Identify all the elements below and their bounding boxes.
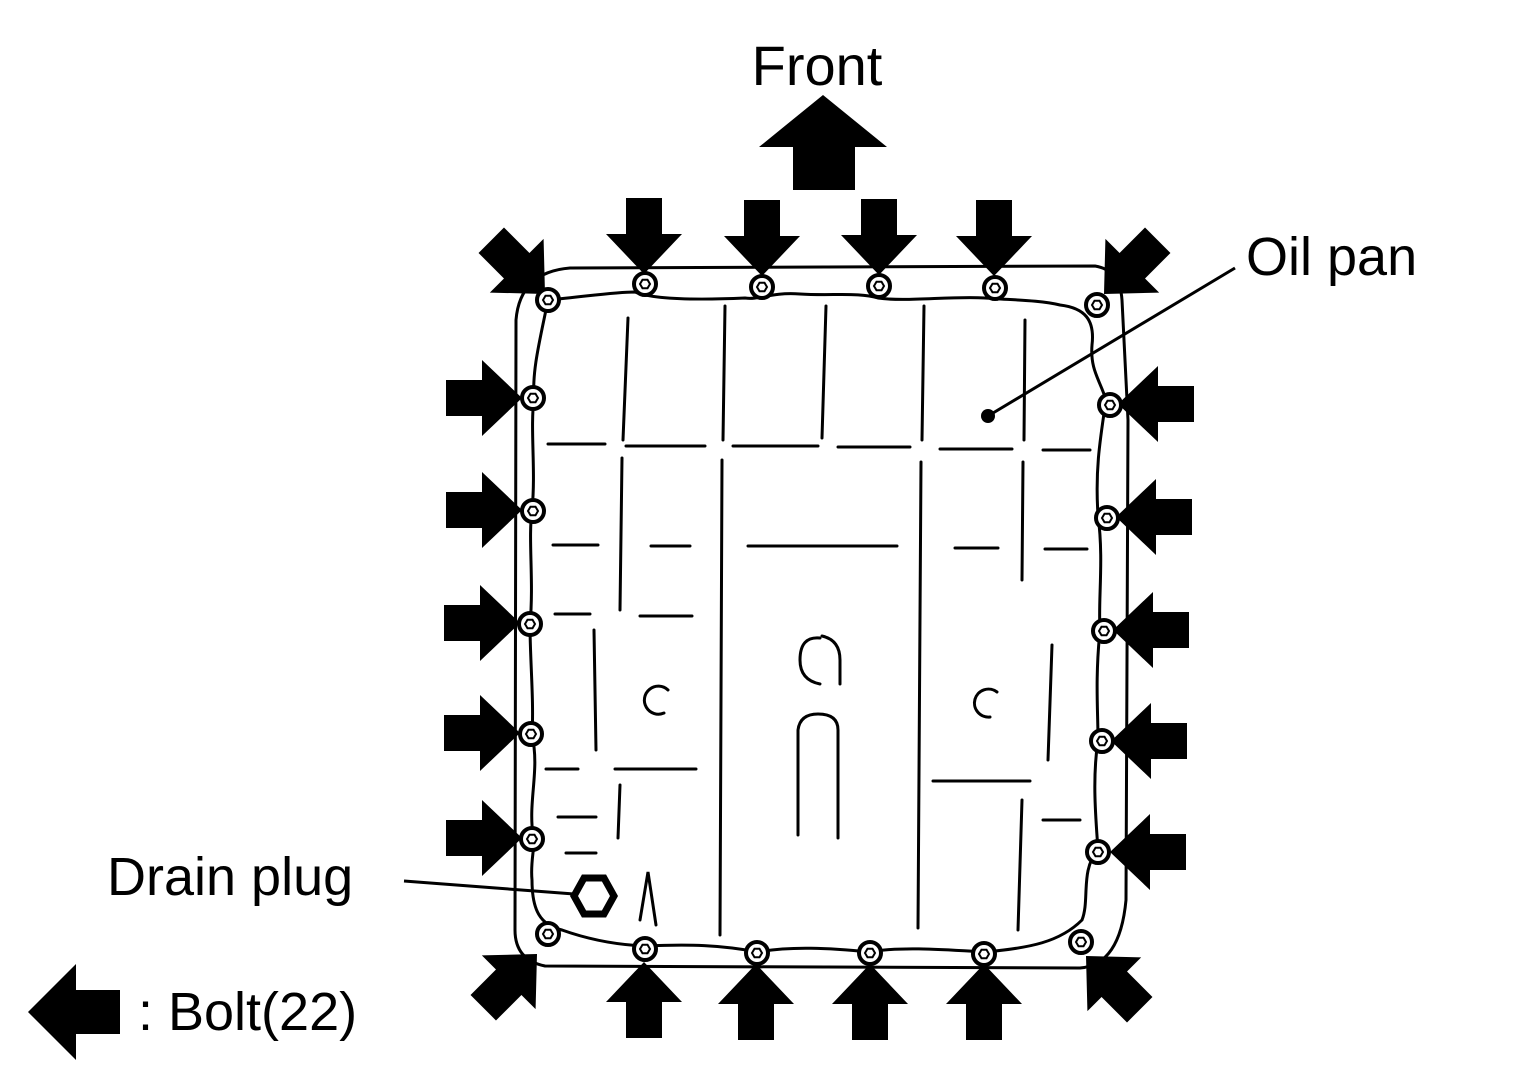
bolt-head-icon bbox=[518, 721, 544, 747]
bolt-arrow-icon bbox=[446, 800, 522, 876]
oil-pan-label: Oil pan bbox=[1246, 227, 1417, 287]
hex-plug-icon bbox=[569, 874, 619, 918]
oil-pan-leader-line bbox=[987, 266, 1236, 418]
bolt-arrow-icon bbox=[1118, 366, 1194, 442]
bolt-arrow-icon bbox=[1110, 814, 1186, 890]
bolt-arrow-icon bbox=[470, 954, 537, 1021]
bolt-arrow-icon bbox=[444, 695, 520, 771]
drain-plug-leader-line bbox=[403, 879, 575, 896]
bolt-head-icon bbox=[1085, 839, 1111, 865]
bolt-head-icon bbox=[632, 936, 658, 962]
bolt-arrow-icon bbox=[832, 964, 908, 1040]
bolt-arrow-icon bbox=[1086, 956, 1153, 1023]
bolt-head-icon bbox=[520, 385, 546, 411]
bolt-arrow-icon bbox=[606, 198, 682, 274]
bolt-arrow-icon bbox=[956, 200, 1032, 276]
front-label: Front bbox=[752, 34, 883, 97]
bolt-head-icon bbox=[744, 940, 770, 966]
bolt-arrow-icon bbox=[946, 964, 1022, 1040]
bolt-head-icon bbox=[1091, 618, 1117, 644]
bolt-arrow-icon bbox=[446, 472, 522, 548]
bolt-arrows bbox=[444, 198, 1194, 1040]
bolt-arrow-icon bbox=[606, 962, 682, 1038]
bolt-head-icon bbox=[1068, 929, 1094, 955]
bolt-head-icon bbox=[535, 921, 561, 947]
bolt-head-icon bbox=[1084, 292, 1110, 318]
bolt-head-icon bbox=[517, 611, 543, 637]
bolt-arrow-icon bbox=[1111, 703, 1187, 779]
bolt-heads bbox=[517, 271, 1123, 967]
bolt-head-icon bbox=[971, 941, 997, 967]
bolt-head-icon bbox=[857, 940, 883, 966]
oil-pan-details bbox=[638, 634, 999, 927]
bolt-head-icon bbox=[1097, 392, 1123, 418]
bolt-head-icon bbox=[1094, 505, 1120, 531]
bolt-head-icon bbox=[520, 498, 546, 524]
front-arrow-icon bbox=[759, 95, 887, 190]
bolt-arrow-icon bbox=[724, 200, 800, 276]
drain-plug-label: Drain plug bbox=[107, 847, 353, 907]
bolt-arrow-icon bbox=[444, 585, 520, 661]
bolt-arrow-icon bbox=[841, 199, 917, 275]
bolt-head-icon bbox=[519, 826, 545, 852]
oil-pan-outer-flange bbox=[513, 264, 1130, 970]
bolt-arrow-icon bbox=[478, 227, 545, 294]
bolt-arrow-icon bbox=[446, 360, 522, 436]
bolt-head-icon bbox=[535, 287, 561, 313]
bolt-head-icon bbox=[982, 275, 1008, 301]
bolt-head-icon bbox=[866, 273, 892, 299]
bolt-head-icon bbox=[1089, 728, 1115, 754]
bolt-head-icon bbox=[632, 271, 658, 297]
bolt-head-icon bbox=[749, 274, 775, 300]
bolt-arrow-icon bbox=[1104, 227, 1171, 294]
legend-arrow-icon bbox=[28, 964, 120, 1060]
legend-label: : Bolt(22) bbox=[138, 982, 357, 1042]
bolt-arrow-icon bbox=[718, 964, 794, 1040]
bolt-arrow-icon bbox=[1113, 592, 1189, 668]
oil-pan-leader-dot bbox=[981, 409, 995, 423]
bolt-arrow-icon bbox=[1116, 479, 1192, 555]
oil-pan-ribs bbox=[544, 304, 1092, 937]
